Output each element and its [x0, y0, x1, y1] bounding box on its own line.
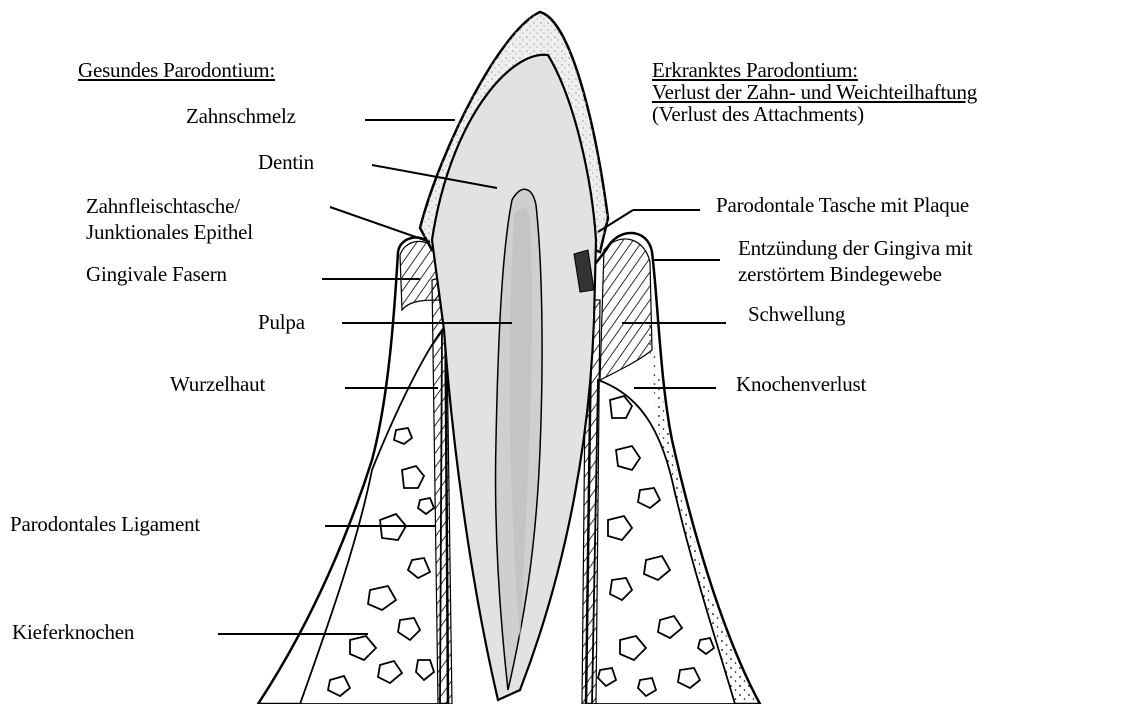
label-knochenverlust: Knochenverlust: [736, 372, 866, 396]
right-heading: Erkranktes Parodontium:: [652, 58, 858, 82]
label-entzuendung-line2: zerstörtem Bindegewebe: [738, 262, 942, 286]
label-kieferknochen: Kieferknochen: [12, 620, 134, 644]
label-zahnschmelz: Zahnschmelz: [186, 104, 296, 128]
label-junktionales-epithel: Junktionales Epithel: [86, 220, 253, 244]
label-parodontales-ligament: Parodontales Ligament: [10, 512, 200, 536]
label-wurzelhaut: Wurzelhaut: [170, 372, 265, 396]
label-zahnfleischtasche: Zahnfleischtasche/: [86, 194, 240, 218]
label-gingivale-fasern: Gingivale Fasern: [86, 262, 227, 286]
label-parodontale-tasche: Parodontale Tasche mit Plaque: [716, 193, 969, 217]
right-subtitle-line1: Verlust der Zahn- und Weichteilhaftung: [652, 80, 977, 104]
label-schwellung: Schwellung: [748, 302, 845, 326]
label-pulpa: Pulpa: [258, 310, 305, 334]
left-heading: Gesundes Parodontium:: [78, 58, 275, 82]
label-entzuendung-line1: Entzündung der Gingiva mit: [738, 236, 973, 260]
right-subtitle-line2: (Verlust des Attachments): [652, 102, 864, 126]
label-dentin: Dentin: [258, 150, 314, 174]
